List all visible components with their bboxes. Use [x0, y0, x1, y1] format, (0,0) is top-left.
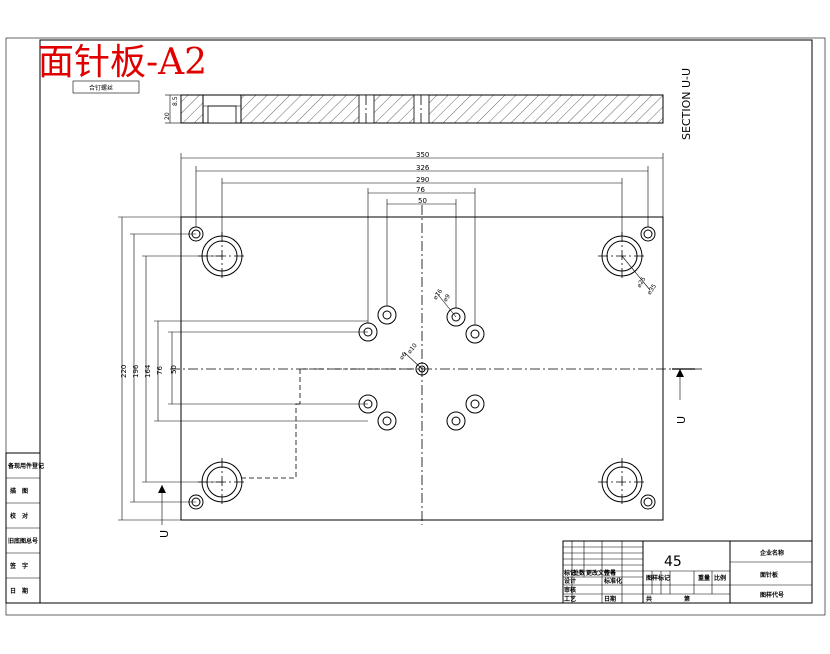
- tb-company: 企业名称: [759, 549, 784, 557]
- section-label: SECTION U-U: [680, 68, 693, 140]
- left-block-cell: 签 字: [9, 562, 28, 570]
- tb-cell: 处数: [572, 569, 586, 577]
- dim-196: 196: [132, 364, 140, 378]
- tb-cell: 第: [683, 595, 690, 603]
- tb-cell: 图样标记: [646, 574, 670, 582]
- section-view: 20 8.5 SECTION U-U: [164, 68, 693, 140]
- left-block: 备现用件登记 描 图 校 对 旧底图总号 签 字 日 期: [5, 452, 44, 604]
- section-tag-box: [72, 80, 140, 94]
- inner-frame: [39, 39, 813, 604]
- dim-50: 50: [418, 197, 427, 205]
- tb-cell: 标记: [563, 569, 576, 577]
- screw-hole-tr: [640, 226, 656, 242]
- left-block-cell: 旧底图总号: [8, 537, 38, 545]
- tb-part-name: 面针板: [760, 571, 779, 579]
- dia-9: ⌀9: [442, 293, 452, 303]
- tb-cell: 共: [646, 595, 652, 603]
- dim-350: 350: [416, 151, 429, 159]
- tb-drawing-no: 图样代号: [760, 591, 784, 599]
- tb-cell: 设计: [564, 577, 576, 585]
- tb-number: 45: [664, 554, 682, 570]
- cut-marker-right: U: [672, 368, 695, 424]
- sec-dim-85: 8.5: [172, 96, 179, 106]
- tb-cell: 标准化: [603, 577, 622, 585]
- pin-holes: [358, 305, 485, 431]
- dia-6: ⌀6: [398, 351, 408, 361]
- cut-marker-bottom: U: [158, 485, 171, 538]
- title-block: 标记 处数 更改文件号 签名 设计 标准化 审核 工艺 日期 45 图样标记 重…: [562, 540, 813, 604]
- dim-76: 76: [416, 186, 425, 194]
- corner-bore-br: [598, 458, 646, 506]
- left-block-cell: 日 期: [10, 587, 28, 595]
- left-block-cell: 备现用件登记: [7, 462, 44, 470]
- dim-290: 290: [416, 176, 429, 184]
- sec-dim-20: 20: [164, 112, 171, 120]
- tb-cell: 更改文件号: [586, 569, 616, 577]
- dia-25: ⌀25: [636, 276, 648, 289]
- vertical-dimensions: 220 196 164 76 50: [118, 216, 368, 521]
- dim-326: 326: [416, 164, 430, 172]
- tb-cell: 工艺: [564, 595, 576, 603]
- dim-220: 220: [120, 365, 128, 378]
- dia-10: ⌀10: [406, 342, 419, 355]
- dia-35: ⌀35: [646, 283, 658, 296]
- horizontal-dimensions: 350 326 290 76 50: [180, 151, 664, 325]
- cut-label-right: U: [675, 416, 688, 424]
- tb-cell: 签名: [603, 569, 616, 577]
- dim-76-v: 76: [156, 366, 164, 375]
- drawing-title: 面针板-A2: [38, 42, 207, 83]
- diameter-callouts: ⌀25 ⌀35 ⌀16 ⌀9 ⌀6 ⌀10: [398, 255, 658, 370]
- tb-cell: 审核: [564, 586, 576, 594]
- plan-view: [170, 205, 705, 525]
- screw-hole-br: [640, 494, 656, 510]
- cut-label-bottom: U: [158, 530, 171, 538]
- left-block-cell: 校 对: [10, 512, 28, 520]
- dim-50-v: 50: [170, 365, 178, 374]
- section-tag: 合钉螺丝: [89, 84, 113, 92]
- left-block-cell: 描 图: [10, 487, 28, 495]
- outer-border: [5, 37, 826, 616]
- tb-cell: 日期: [604, 595, 616, 603]
- dim-164: 164: [144, 364, 152, 378]
- tb-cell: 重量: [698, 574, 710, 582]
- tb-cell: 比例: [714, 574, 726, 582]
